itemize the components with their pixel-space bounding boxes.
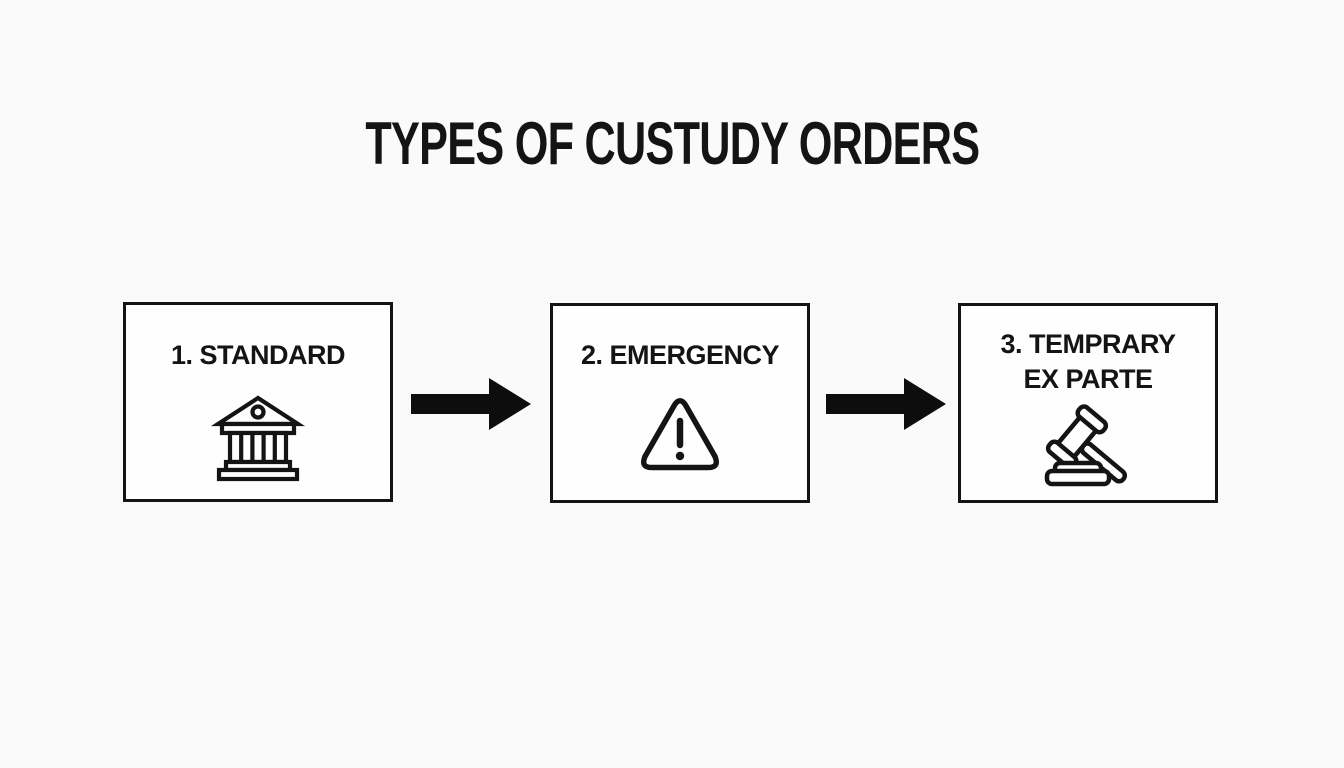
arrow-right-icon bbox=[826, 378, 946, 430]
courthouse-icon bbox=[210, 393, 306, 483]
page-title-text: TYPES OF CUSTUDY ORDERS bbox=[365, 110, 980, 177]
step-box-standard: 1. STANDARD bbox=[123, 302, 393, 502]
step-label-group: 3. TEMPRARY EX PARTE bbox=[1000, 327, 1176, 397]
step-box-temporary-ex-parte: 3. TEMPRARY EX PARTE bbox=[958, 303, 1218, 503]
arrow-right-icon bbox=[411, 378, 531, 430]
step-label: 1. STANDARD bbox=[170, 340, 346, 370]
step-label-line1: 3. TEMPRARY bbox=[1000, 329, 1176, 359]
step-label-line2: EX PARTE bbox=[1023, 364, 1153, 394]
step-box-emergency: 2. EMERGENCY bbox=[550, 303, 810, 503]
step-label: 2. EMERGENCY bbox=[580, 340, 780, 370]
page-title: TYPES OF CUSTUDY ORDERS bbox=[0, 113, 1344, 191]
warning-triangle-icon bbox=[638, 394, 722, 472]
gavel-icon bbox=[1035, 404, 1141, 491]
